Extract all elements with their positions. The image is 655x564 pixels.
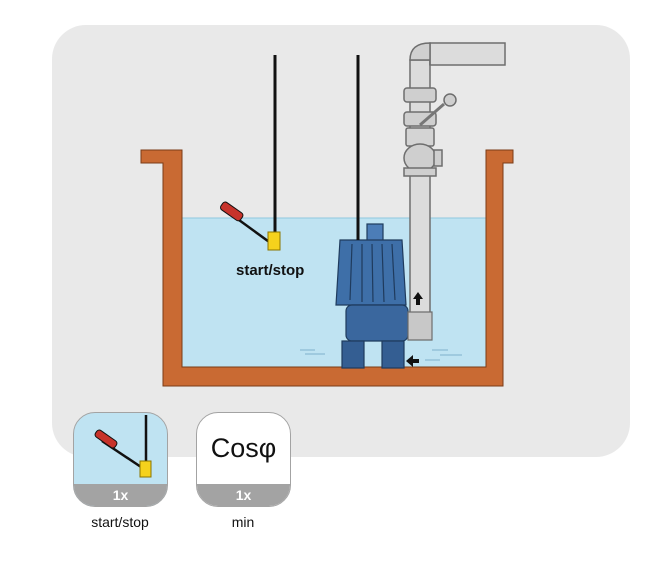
float-switch-card: 1x (73, 412, 168, 507)
discharge-pipe (403, 42, 506, 316)
flow-arrows (406, 292, 423, 367)
cos-phi-card: Cosφ 1x (196, 412, 291, 507)
float-label: start/stop (236, 262, 305, 279)
cos-phi-caption: min (231, 514, 255, 530)
water-body (181, 217, 488, 369)
sump-tank (140, 149, 514, 387)
cos-phi-count: 1x (197, 484, 290, 506)
cos-phi-symbol: Cosφ (210, 433, 277, 463)
float-switch-caption: start/stop (91, 514, 149, 530)
submersible-pump (335, 223, 433, 369)
float-switch-count: 1x (74, 484, 167, 506)
water-ripples (300, 349, 462, 361)
float-switch-icon (94, 415, 152, 478)
float-switch (219, 201, 281, 251)
